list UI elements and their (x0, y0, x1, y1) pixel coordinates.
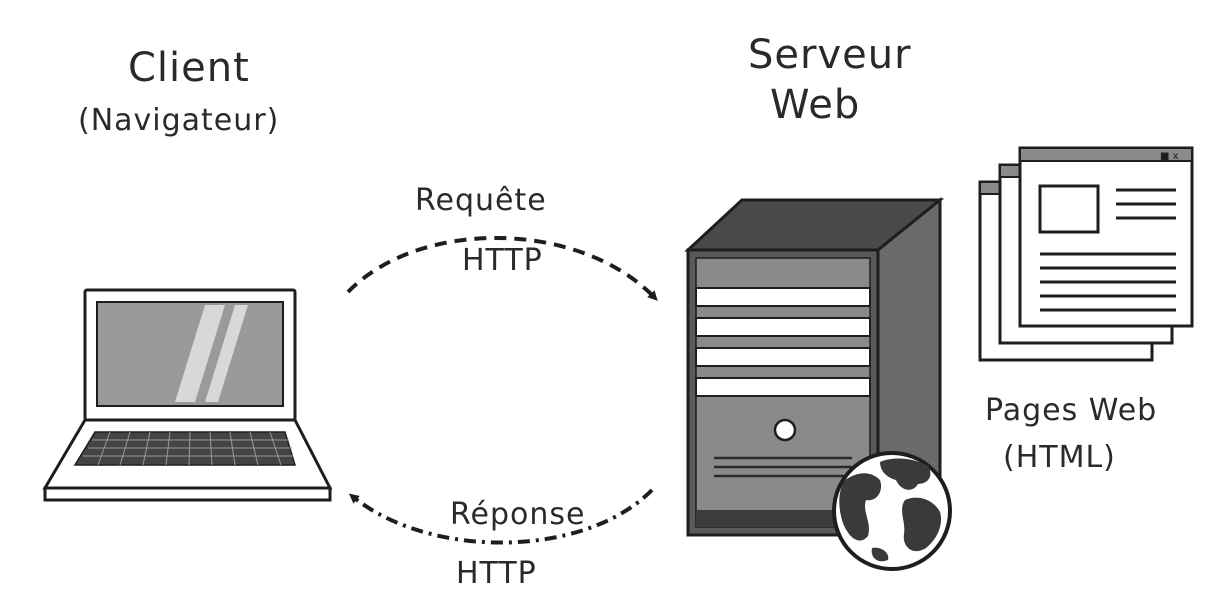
server-title-line1: Serveur (748, 32, 912, 78)
server-tower-icon (684, 196, 945, 539)
server-title-line2: Web (770, 82, 861, 128)
client-subtitle: (Navigateur) (78, 103, 280, 138)
client-title: Client (128, 45, 250, 91)
request-protocol-label: HTTP (462, 243, 543, 278)
response-label: Réponse (450, 497, 586, 532)
pages-label: Pages Web (985, 393, 1158, 428)
web-pages-icon: ■ x (978, 146, 1194, 362)
globe-icon (832, 451, 952, 571)
arrow-left-icon (348, 488, 654, 545)
pages-format-label: (HTML) (1003, 440, 1116, 475)
arrow-right-icon (346, 236, 658, 301)
response-protocol-label: HTTP (456, 556, 537, 591)
svg-text:■ x: ■ x (1160, 151, 1179, 162)
request-label: Requête (415, 183, 547, 218)
laptop-icon (42, 288, 333, 502)
